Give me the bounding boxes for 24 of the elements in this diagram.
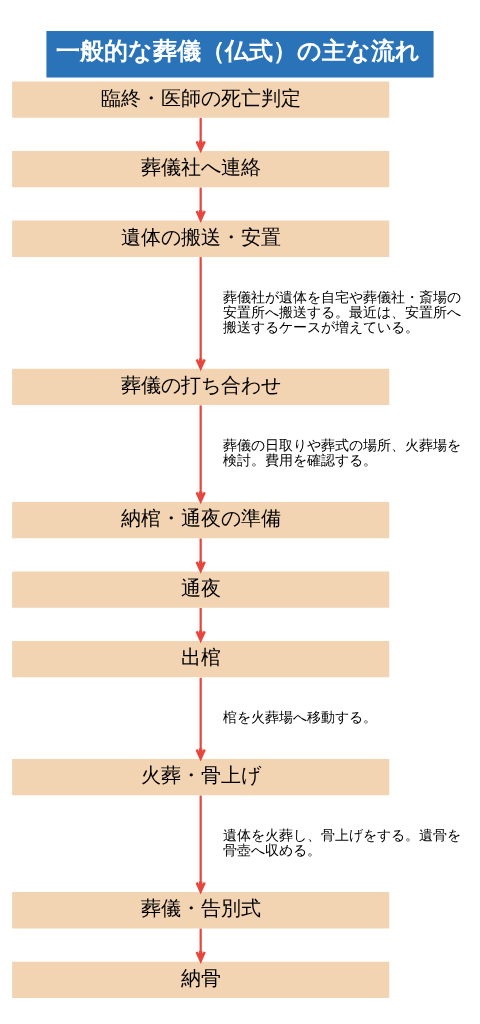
node-box: 葬儀社へ連絡 (12, 150, 390, 187)
edge-label: 棺を火葬場へ移動する。 (223, 708, 378, 725)
arrow (195, 607, 206, 642)
arrow (195, 117, 206, 152)
arrow (195, 256, 206, 370)
node-box: 遺体の搬送・安置 (12, 220, 390, 257)
node-box: 葬儀・告別式 (12, 891, 390, 928)
edge-label: 遺体を火葬し、骨上げをする。遺骨を骨壺へ収める。 (223, 826, 462, 858)
diagram-title: 一般的な葬儀（仏式）の主な流れ (56, 37, 421, 65)
node-box: 納棺・通夜の準備 (12, 501, 390, 538)
arrow (195, 795, 206, 893)
node-box: 臨終・医師の死亡判定 (12, 81, 390, 118)
arrow (195, 404, 206, 503)
arrow (195, 537, 206, 572)
node-box: 通夜 (12, 571, 390, 608)
arrow (195, 187, 206, 221)
arrow (195, 677, 206, 760)
arrow (195, 928, 206, 962)
node-box: 火葬・骨上げ (12, 758, 390, 795)
edge-label: 葬儀の日取りや葬式の場所、火葬場を検討。費用を確認する。 (223, 436, 462, 468)
node-box: 出棺 (12, 640, 390, 677)
node-box: 納骨 (12, 961, 390, 998)
edge-label: 葬儀社が遺体を自宅や葬儀社・斎場の安置所へ搬送する。最近は、安置所へ搬送するケースが増えている。 (223, 288, 462, 335)
node-box: 葬儀の打ち合わせ (12, 368, 390, 405)
